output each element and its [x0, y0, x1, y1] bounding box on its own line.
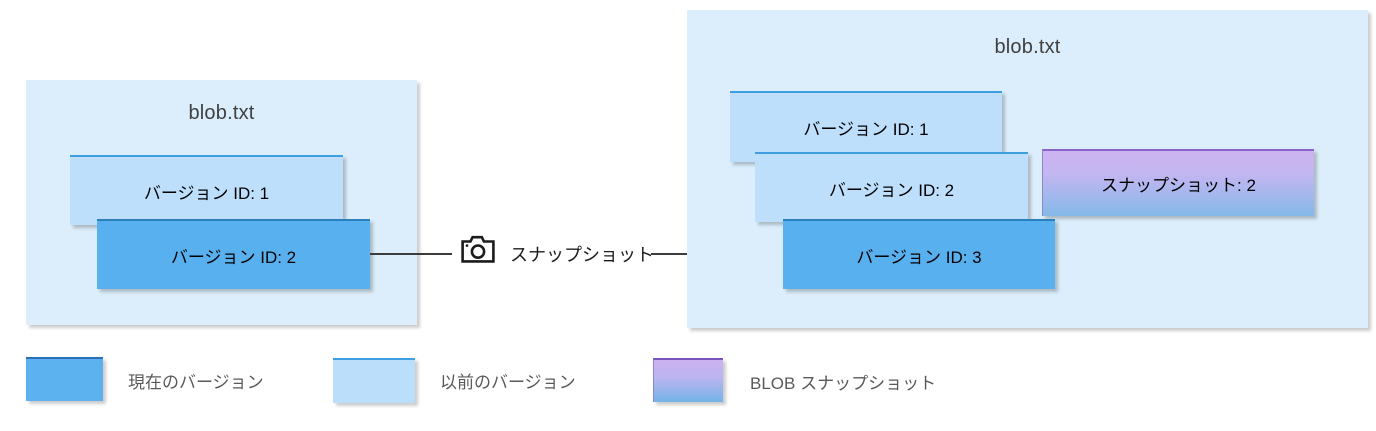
legend-label-previous-version: 以前のバージョン [440, 373, 576, 392]
right-snapshot-box-label: スナップショット: 2 [1101, 176, 1256, 195]
snapshot-action-label: スナップショット [510, 245, 654, 265]
right-version-box-2-label: バージョン ID: 2 [828, 180, 955, 200]
left-version-box-1-label: バージョン ID: 1 [143, 183, 270, 203]
camera-icon [461, 234, 495, 269]
right-version-box-1: バージョン ID: 1 [730, 91, 1002, 162]
legend-label-current-version: 現在のバージョン [128, 373, 264, 392]
legend-swatch-current-version [26, 357, 103, 401]
legend-swatch-blob-snapshot [653, 358, 723, 402]
left-version-box-2-label: バージョン ID: 2 [170, 247, 297, 267]
left-version-box-2: バージョン ID: 2 [97, 219, 370, 289]
left-version-box-1: バージョン ID: 1 [70, 155, 343, 225]
right-version-box-3-label: バージョン ID: 3 [856, 247, 982, 267]
legend-swatch-previous-version [333, 358, 415, 403]
connector-line-left [370, 253, 452, 255]
legend-label-blob-snapshot: BLOB スナップショット [750, 374, 937, 393]
right-version-box-1-label: バージョン ID: 1 [803, 120, 929, 139]
right-blob-title: blob.txt [994, 36, 1061, 58]
right-snapshot-box: スナップショット: 2 [1042, 149, 1314, 216]
right-version-box-2: バージョン ID: 2 [755, 152, 1028, 222]
right-version-box-3: バージョン ID: 3 [783, 219, 1055, 289]
left-blob-title: blob.txt [188, 102, 255, 124]
